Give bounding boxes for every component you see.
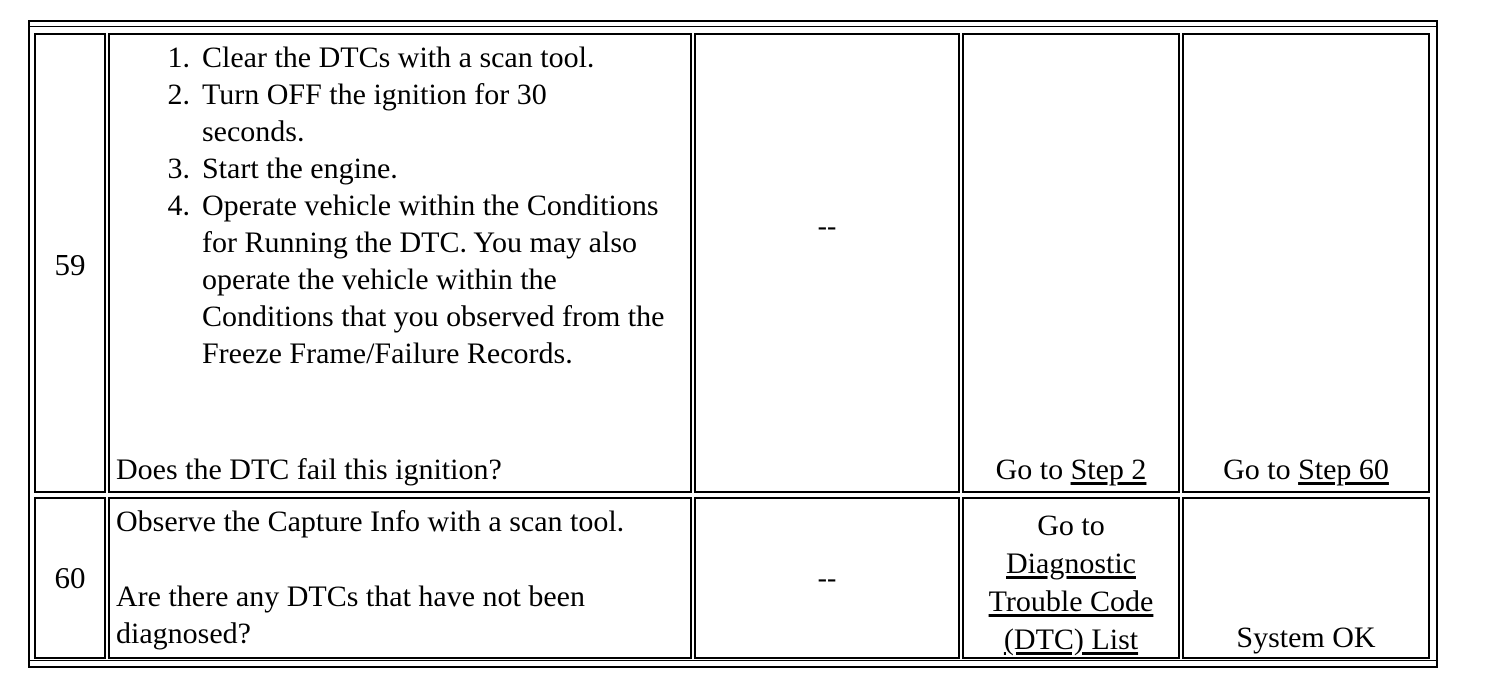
action-step-text: Operate vehicle within the Conditions fo… [202,189,665,370]
action-step: 1. Clear the DTCs with a scan tool. [116,39,656,76]
table-outer-frame [28,20,1438,668]
action-step-number: 1. [167,41,191,74]
action-step: 3. Start the engine. [116,150,656,187]
dtc-list-link[interactable]: Diagnostic Trouble Code (DTC) List [988,547,1154,656]
go-to-step-2-link[interactable]: Step 2 [1070,453,1147,486]
value-text: -- [817,211,837,242]
no-prefix: Go to [1223,453,1299,486]
value-cell: -- [694,497,960,659]
no-action: Go to Step 60 [1184,451,1428,489]
action-question: Are there any DTCs that have not been di… [116,580,585,650]
no-cell: System OK [1182,497,1430,659]
yes-cell: Go to Step 2 [962,33,1180,493]
action-steps-list: 1. Clear the DTCs with a scan tool. 2. T… [116,39,665,372]
action-step: 2. Turn OFF the ignition for 30 seconds. [116,76,622,150]
action-step-number: 2. [167,78,191,111]
yes-action: Go to Step 2 [964,451,1178,489]
yes-cell: Go to Diagnostic Trouble Code (DTC) List [962,497,1180,659]
action-step-text: Clear the DTCs with a scan tool. [202,41,595,74]
action-question: Does the DTC fail this ignition? [116,453,502,486]
table-bottom-rule [28,660,1438,661]
action-cell: 1. Clear the DTCs with a scan tool. 2. T… [108,33,692,493]
action-cell: Observe the Capture Info with a scan too… [108,497,692,659]
step-number-cell: 59 [34,33,106,493]
action-step-number: 4. [167,189,191,222]
action-step-number: 3. [167,152,191,185]
step-number-cell: 60 [34,497,106,659]
go-to-step-60-link[interactable]: Step 60 [1298,453,1389,486]
value-text: -- [817,563,837,594]
no-text: System OK [1236,621,1376,654]
action-step-text: Start the engine. [202,152,398,185]
action-text: Observe the Capture Info with a scan too… [116,505,625,538]
table-top-rule [28,26,1438,27]
no-cell: Go to Step 60 [1182,33,1430,493]
yes-prefix: Go to [1037,509,1105,542]
action-step: 4. Operate vehicle within the Conditions… [116,187,672,372]
yes-prefix: Go to [995,453,1071,486]
value-cell: -- [694,33,960,493]
step-number: 59 [54,247,86,282]
action-step-text: Turn OFF the ignition for 30 seconds. [202,78,547,148]
step-number: 60 [54,560,86,595]
